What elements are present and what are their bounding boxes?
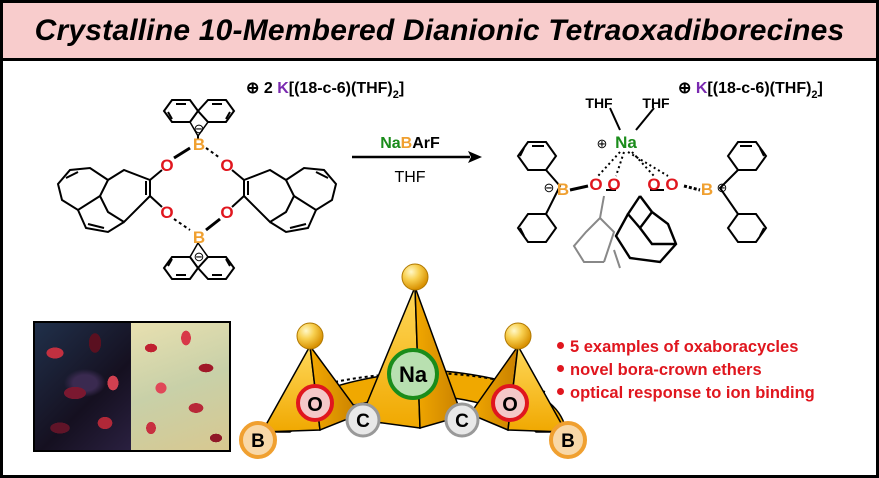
- crown-left-ball: [296, 322, 324, 350]
- highlight-item: novel bora-crown ethers: [557, 359, 875, 382]
- left-counterion-sub: 2: [393, 89, 399, 101]
- left-counterion-end: ]: [399, 80, 404, 97]
- crown-c-label-left: C: [356, 411, 370, 432]
- right-thf-left: THF: [585, 95, 613, 111]
- reagent-na: Na: [380, 135, 401, 152]
- right-counterion-sub: 2: [811, 89, 817, 101]
- right-oxygen-2: O: [607, 175, 620, 194]
- crown-c-sphere-right: [444, 402, 480, 438]
- right-counterion-prefix: ⊕: [678, 80, 696, 97]
- highlight-text: novel bora-crown ethers: [570, 361, 762, 379]
- right-counterion-end: ]: [818, 80, 823, 97]
- right-front-acenaphthylene: [614, 195, 678, 264]
- left-counterion-rest: [(18-c-6)(THF): [289, 80, 393, 97]
- left-counterion-prefix: ⊕ 2: [246, 80, 277, 97]
- crown-c-sphere-left: [345, 402, 381, 438]
- right-left-fluorenyl: [516, 141, 562, 243]
- right-oxygen-1: O: [589, 175, 602, 194]
- crown-c-label-right: C: [455, 411, 469, 432]
- left-acenaphthylene: [56, 166, 151, 234]
- right-charge-right: ⊖: [717, 180, 728, 195]
- bullet-dot: [557, 388, 564, 396]
- left-oxygen-4: O: [220, 203, 233, 222]
- highlight-item: optical response to ion binding: [557, 382, 875, 405]
- left-counterion: ⊕ 2 K[(18-c-6)(THF)2]: [246, 80, 404, 101]
- right-boron-left: B: [557, 180, 569, 199]
- crown-b-label-right: B: [561, 431, 575, 452]
- crown-right-ball: [504, 322, 532, 350]
- highlight-item: 5 examples of oxaboracycles: [557, 336, 875, 359]
- title-bar: Crystalline 10-Membered Dianionic Tetrao…: [3, 3, 876, 61]
- reaction-arrow: [352, 151, 482, 163]
- crown-o-sphere-left: [296, 384, 334, 422]
- solvent-label: THF: [394, 169, 425, 186]
- right-counterion-k: K: [696, 80, 708, 97]
- top-ring-center: [189, 109, 209, 138]
- highlight-text: optical response to ion binding: [570, 384, 815, 402]
- bottom-ring-center: [189, 241, 209, 270]
- highlight-text: 5 examples of oxaboracycles: [570, 338, 799, 356]
- reagent-label: NaBArF: [380, 135, 440, 152]
- bullet-dot: [557, 365, 564, 373]
- left-boron-bottom: B: [193, 228, 205, 247]
- left-charge-bottom: ⊖: [194, 249, 205, 264]
- right-thf-right: THF: [642, 95, 670, 111]
- crystal-micrograph: [33, 321, 231, 452]
- crown-b-sphere-right: [549, 421, 587, 459]
- left-charge-top: ⊖: [194, 121, 205, 136]
- right-na-complex-molecule: [516, 107, 768, 269]
- right-sodium: Na: [615, 133, 637, 152]
- left-oxygen-3: O: [160, 203, 173, 222]
- right-oxygen-4: O: [665, 175, 678, 194]
- crystal-photo-right: [131, 323, 229, 450]
- left-boron-top: B: [193, 135, 205, 154]
- crown-b-sphere-left: [239, 421, 277, 459]
- right-atom-labels: THF THF ⊕ Na B ⊖ B ⊖ O O O O: [544, 95, 728, 199]
- left-counterion-k: K: [277, 80, 289, 97]
- right-right-fluorenyl: [718, 141, 768, 243]
- bora-crown-model: Na O O C C B B: [239, 263, 587, 459]
- bullet-dot: [557, 342, 564, 350]
- left-dianion-molecule: [56, 99, 338, 280]
- highlights-list: 5 examples of oxaboracycles novel bora-c…: [557, 336, 875, 405]
- right-oxygen-3: O: [647, 175, 660, 194]
- crown-na-sphere: [387, 348, 439, 400]
- top-fluorenyl: [162, 99, 236, 140]
- crown-o-sphere-right: [491, 384, 529, 422]
- left-oxygen-2: O: [220, 156, 233, 175]
- right-acenaphthylene: [243, 166, 338, 234]
- right-boron-right: B: [701, 180, 713, 199]
- crown-o-label-right: O: [502, 394, 518, 416]
- right-na-charge: ⊕: [597, 136, 608, 151]
- left-oxygen-1: O: [160, 156, 173, 175]
- crown-na-label: Na: [399, 362, 428, 387]
- right-counterion-rest: [(18-c-6)(THF): [707, 80, 811, 97]
- right-back-acenaphthylene: [572, 195, 621, 269]
- crystal-photo-left: [35, 323, 131, 450]
- left-atom-labels: B ⊖ B ⊖ O O O O: [160, 121, 233, 264]
- right-charge-left: ⊖: [544, 180, 555, 195]
- crown-center-ball: [401, 263, 429, 291]
- right-counterion: ⊕ K[(18-c-6)(THF)2]: [678, 80, 823, 101]
- crown-o-label-left: O: [307, 394, 323, 416]
- reagent-rest: ArF: [412, 135, 440, 152]
- bottom-fluorenyl: [162, 241, 236, 280]
- crown-b-label-left: B: [251, 431, 265, 452]
- figure-title: Crystalline 10-Membered Dianionic Tetrao…: [34, 13, 845, 47]
- reagent-b: B: [401, 135, 413, 152]
